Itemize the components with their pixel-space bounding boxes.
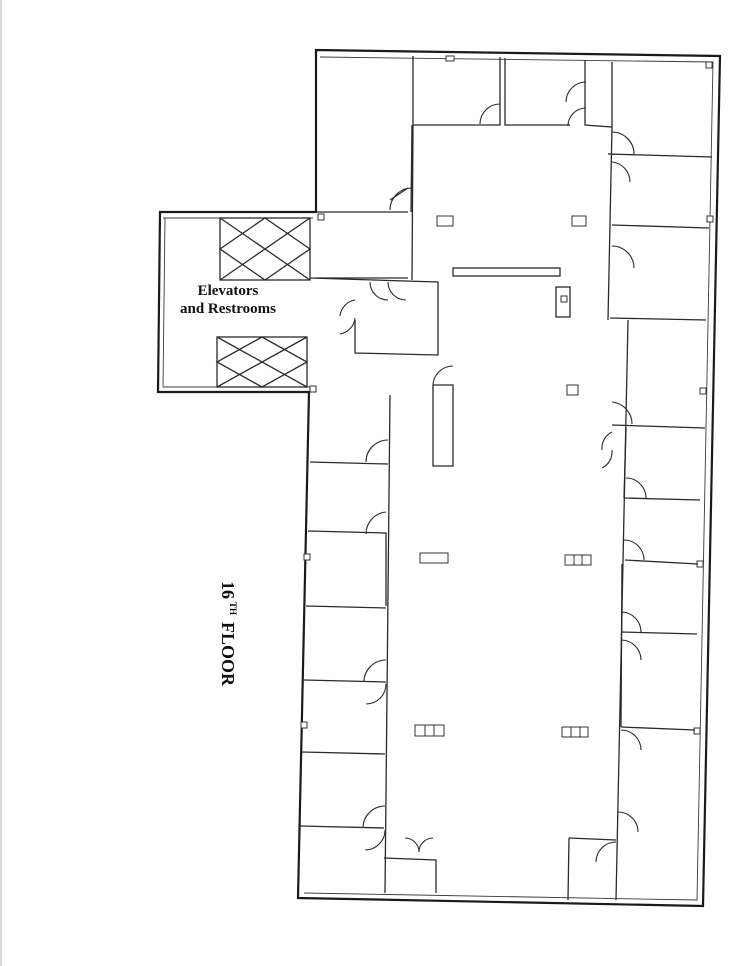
elevator-core	[215, 217, 439, 388]
floor-label: 16 TH FLOOR	[218, 581, 238, 687]
floor-number-suffix: TH	[228, 602, 238, 615]
columns	[300, 55, 714, 735]
interior-partitions	[384, 267, 706, 901]
door-swings	[339, 81, 647, 863]
west-offices	[299, 461, 617, 901]
page-edge	[0, 0, 2, 966]
floor-word: FLOOR	[218, 622, 238, 687]
exterior-walls	[156, 48, 722, 908]
fixtures	[414, 215, 592, 738]
elevators-label: Elevators	[198, 283, 259, 299]
restrooms-label: and Restrooms	[180, 301, 276, 317]
floor-number: 16	[218, 581, 238, 599]
north-offices	[316, 56, 713, 321]
